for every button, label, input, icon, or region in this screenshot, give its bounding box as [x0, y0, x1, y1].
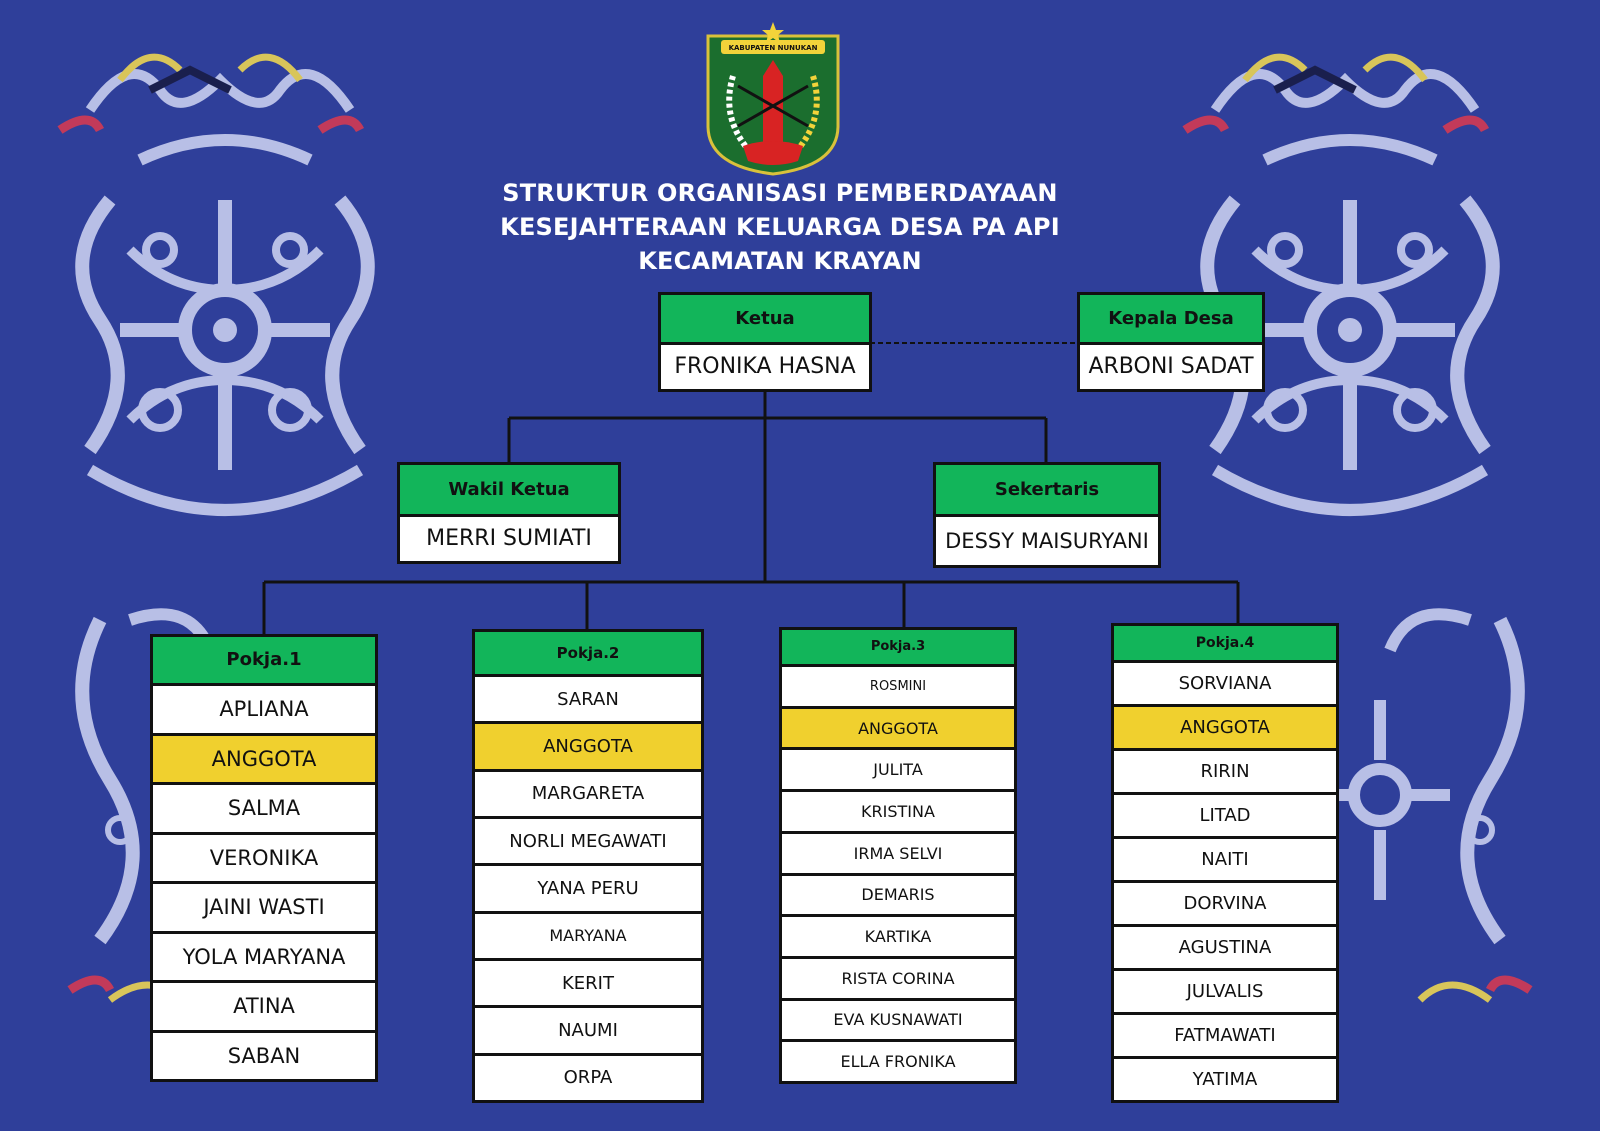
pokja-2-member: NAUMI	[475, 1008, 701, 1053]
pokja-1-member: YOLA MARYANA	[153, 933, 375, 980]
pokja-4-member: NAITI	[1114, 839, 1336, 880]
pokja-4-member: AGUSTINA	[1114, 927, 1336, 968]
pokja-3-member: KRISTINA	[782, 792, 1014, 831]
title-line-1: STRUKTUR ORGANISASI PEMBERDAYAAN	[502, 179, 1058, 207]
pokja-2-member: KERIT	[475, 960, 701, 1006]
pokja-3-member: ELLA FRONIKA	[782, 1042, 1014, 1082]
title-line-3: KECAMATAN KRAYAN	[638, 247, 922, 275]
pokja-2-member: MARYANA	[475, 913, 701, 958]
kepala-desa-name: ARBONI SADAT	[1080, 345, 1262, 389]
pokja-4-member: JULVALIS	[1114, 971, 1336, 1012]
pokja-3-member: EVA KUSNAWATI	[782, 1000, 1014, 1040]
title-line-2: KESEJAHTERAAN KELUARGA DESA PA API	[500, 213, 1060, 241]
pokja-1-column: Pokja.1 APLIANA ANGGOTA SALMA VERONIKA J…	[150, 634, 378, 1082]
wakil-ketua-box: Wakil Ketua MERRI SUMIATI	[397, 462, 621, 564]
pokja-4-member-highlight: ANGGOTA	[1114, 707, 1336, 748]
pokja-1-member: JAINI WASTI	[153, 884, 375, 931]
pokja-2-member: SARAN	[475, 677, 701, 722]
pokja-4-header: Pokja.4	[1114, 626, 1336, 660]
ketua-name: FRONIKA HASNA	[661, 345, 869, 389]
pokja-4-member: LITAD	[1114, 795, 1336, 836]
pokja-2-member: ORPA	[475, 1055, 701, 1100]
kabupaten-nunukan-emblem-icon: KABUPATEN NUNUKAN	[706, 22, 840, 176]
pokja-1-header: Pokja.1	[153, 637, 375, 683]
ketua-role: Ketua	[661, 295, 869, 345]
pokja-4-member: RIRIN	[1114, 751, 1336, 792]
pokja-3-header: Pokja.3	[782, 630, 1014, 664]
ketua-box: Ketua FRONIKA HASNA	[658, 292, 872, 392]
kepala-desa-role: Kepala Desa	[1080, 295, 1262, 345]
sekertaris-name: DESSY MAISURYANI	[936, 517, 1158, 565]
pokja-4-member: YATIMA	[1114, 1059, 1336, 1100]
pokja-2-member: MARGARETA	[475, 771, 701, 816]
logo-banner-text: KABUPATEN NUNUKAN	[729, 44, 818, 52]
pokja-3-member: JULITA	[782, 750, 1014, 790]
pokja-3-member: IRMA SELVI	[782, 833, 1014, 873]
wakil-ketua-role: Wakil Ketua	[400, 465, 618, 517]
pokja-4-column: Pokja.4 SORVIANA ANGGOTA RIRIN LITAD NAI…	[1111, 623, 1339, 1103]
pokja-2-member: NORLI MEGAWATI	[475, 818, 701, 864]
pokja-2-header: Pokja.2	[475, 632, 701, 674]
pokja-2-column: Pokja.2 SARAN ANGGOTA MARGARETA NORLI ME…	[472, 629, 704, 1103]
pokja-3-column: Pokja.3 ROSMINI ANGGOTA JULITA KRISTINA …	[779, 627, 1017, 1084]
wakil-ketua-name: MERRI SUMIATI	[400, 517, 618, 561]
pokja-4-member: DORVINA	[1114, 883, 1336, 924]
page-title: STRUKTUR ORGANISASI PEMBERDAYAAN KESEJAH…	[480, 176, 1080, 278]
pokja-3-member: DEMARIS	[782, 875, 1014, 915]
kepala-desa-box: Kepala Desa ARBONI SADAT	[1077, 292, 1265, 392]
pokja-1-member: VERONIKA	[153, 834, 375, 881]
pokja-3-member: ROSMINI	[782, 667, 1014, 706]
pokja-3-member-highlight: ANGGOTA	[782, 708, 1014, 748]
pokja-1-member: SABAN	[153, 1032, 375, 1079]
pokja-3-member: KARTIKA	[782, 917, 1014, 956]
pokja-1-member-highlight: ANGGOTA	[153, 735, 375, 782]
pokja-4-member: FATMAWATI	[1114, 1015, 1336, 1056]
sekertaris-box: Sekertaris DESSY MAISURYANI	[933, 462, 1161, 568]
sekertaris-role: Sekertaris	[936, 465, 1158, 517]
pokja-3-member: RISTA CORINA	[782, 958, 1014, 998]
pokja-2-member: YANA PERU	[475, 866, 701, 911]
pokja-4-member: SORVIANA	[1114, 663, 1336, 704]
pokja-1-member: APLIANA	[153, 686, 375, 733]
pokja-1-member: SALMA	[153, 785, 375, 832]
pokja-1-member: ATINA	[153, 983, 375, 1030]
pokja-2-member-highlight: ANGGOTA	[475, 724, 701, 769]
